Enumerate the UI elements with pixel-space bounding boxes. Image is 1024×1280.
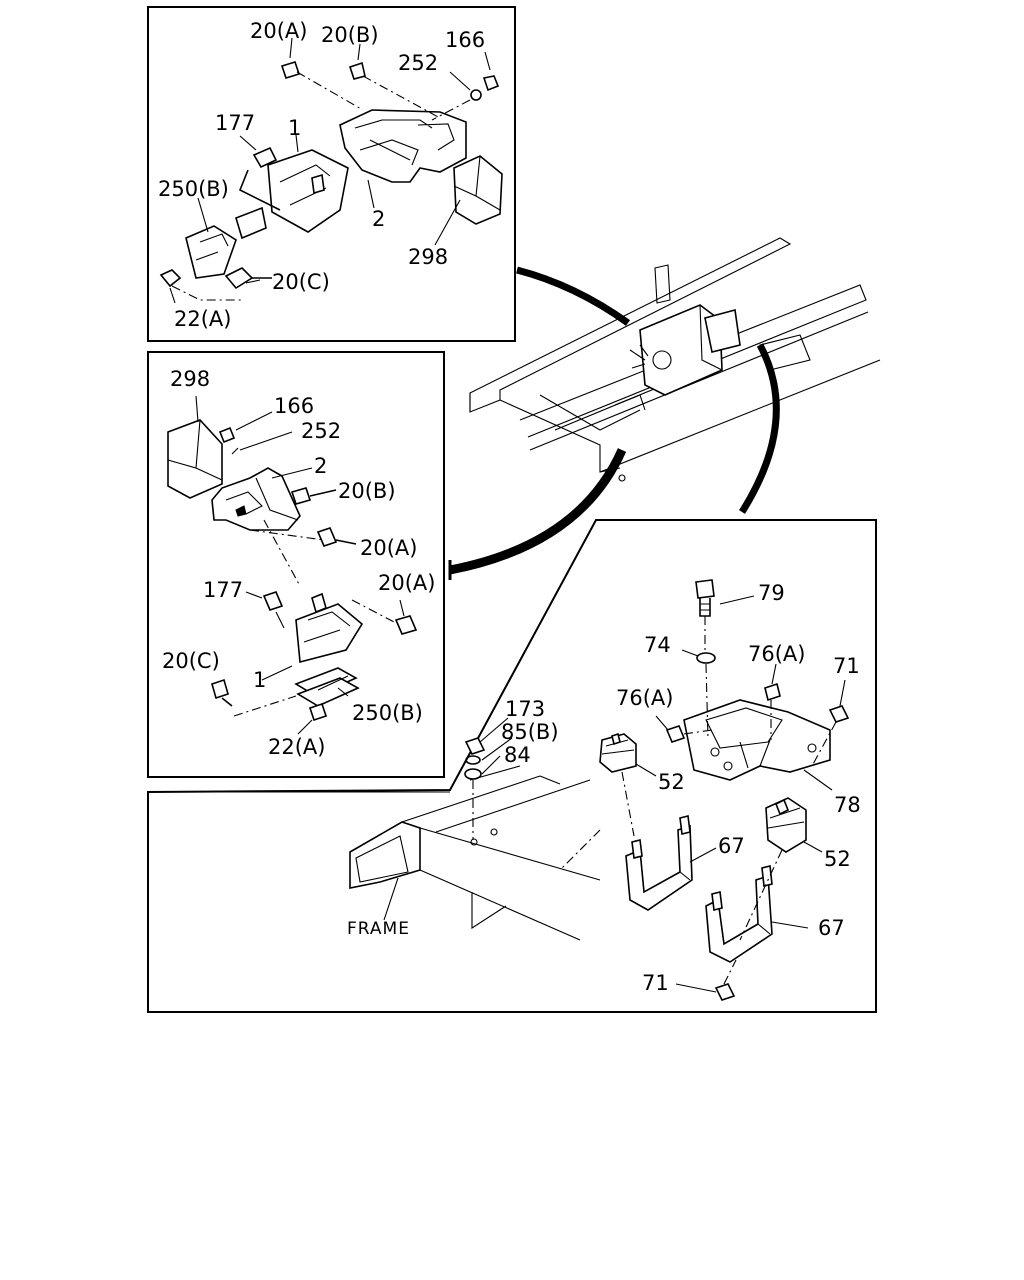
callout-298: 298 bbox=[170, 367, 210, 391]
frame-label: FRAME bbox=[347, 919, 410, 939]
bottom-detail-panel bbox=[147, 519, 877, 1013]
callout-71: 71 bbox=[642, 971, 669, 995]
callout-76a: 76(A) bbox=[616, 686, 673, 710]
callout-52: 52 bbox=[658, 770, 685, 794]
top-detail-panel bbox=[147, 6, 516, 342]
callout-177: 177 bbox=[215, 111, 255, 135]
callout-252: 252 bbox=[301, 419, 341, 443]
callout-20c: 20(C) bbox=[272, 270, 330, 294]
callout-250b: 250(B) bbox=[352, 701, 423, 725]
callout-67: 67 bbox=[718, 834, 745, 858]
callout-252: 252 bbox=[398, 51, 438, 75]
callout-298: 298 bbox=[408, 245, 448, 269]
callout-20a: 20(A) bbox=[378, 571, 435, 595]
callout-79: 79 bbox=[758, 581, 785, 605]
callout-250b: 250(B) bbox=[158, 177, 229, 201]
callout-78: 78 bbox=[834, 793, 861, 817]
callout-85b: 85(B) bbox=[501, 720, 559, 744]
callout-166: 166 bbox=[274, 394, 314, 418]
callout-2: 2 bbox=[314, 454, 327, 478]
callout-2: 2 bbox=[372, 207, 385, 231]
middle-detail-panel bbox=[147, 351, 445, 778]
callout-20c: 20(C) bbox=[162, 649, 220, 673]
callout-1: 1 bbox=[253, 668, 266, 692]
callout-1: 1 bbox=[288, 116, 301, 140]
callout-20b: 20(B) bbox=[338, 479, 396, 503]
callout-173: 173 bbox=[505, 697, 545, 721]
callout-177: 177 bbox=[203, 578, 243, 602]
callout-84: 84 bbox=[504, 743, 531, 767]
callout-20a: 20(A) bbox=[250, 19, 307, 43]
callout-67: 67 bbox=[818, 916, 845, 940]
callout-74: 74 bbox=[644, 633, 671, 657]
callout-20b: 20(B) bbox=[321, 23, 379, 47]
callout-22a: 22(A) bbox=[268, 735, 325, 759]
chassis-overview bbox=[448, 237, 881, 580]
callout-52: 52 bbox=[824, 847, 851, 871]
callout-22a: 22(A) bbox=[174, 307, 231, 331]
callout-71: 71 bbox=[833, 654, 860, 678]
callout-166: 166 bbox=[445, 28, 485, 52]
callout-76a: 76(A) bbox=[748, 642, 805, 666]
callout-20a: 20(A) bbox=[360, 536, 417, 560]
